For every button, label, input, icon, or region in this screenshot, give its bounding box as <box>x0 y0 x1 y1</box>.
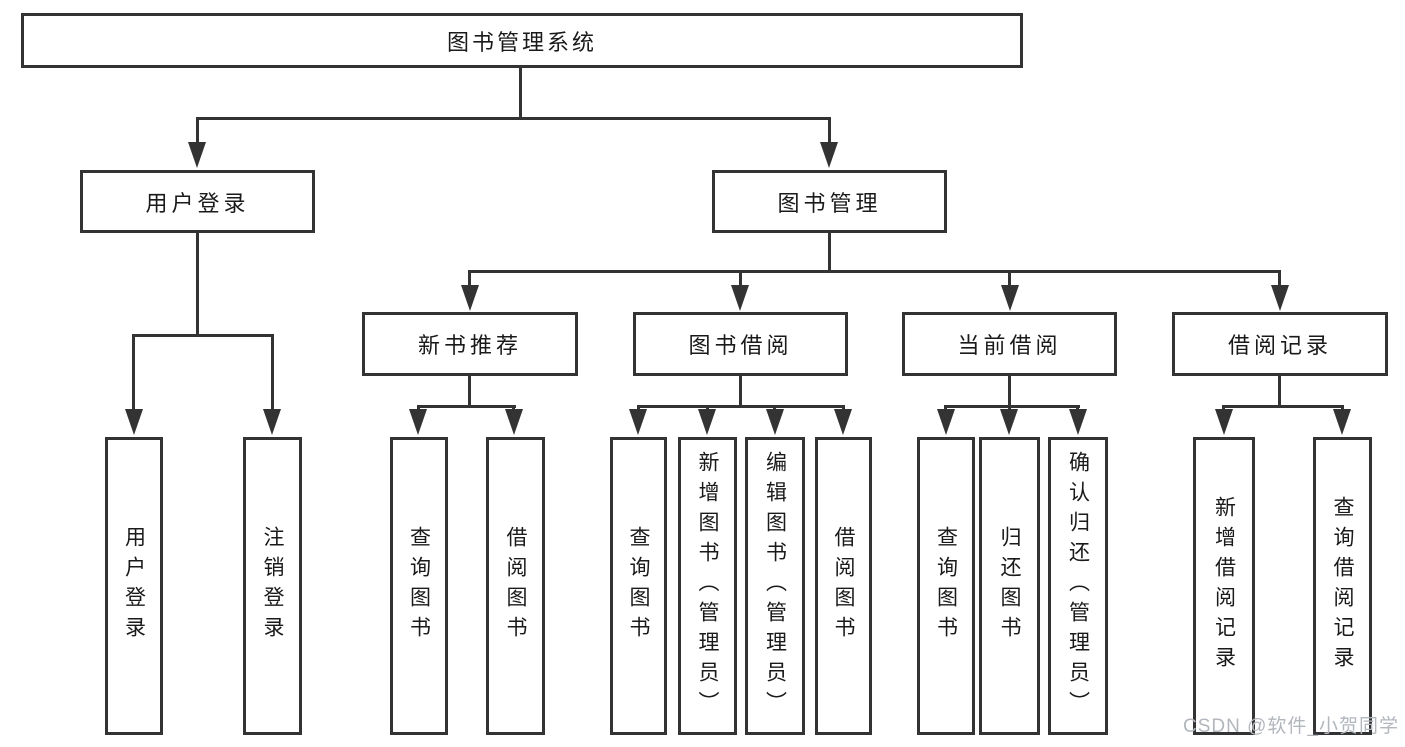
leaf-records-add-record: 新增借阅记录 <box>1193 437 1255 735</box>
leaf-label: 借阅图书 <box>832 526 855 646</box>
arrow-down-icon <box>698 409 716 435</box>
connector-line <box>637 405 640 412</box>
connector-line <box>512 405 515 412</box>
connector-line <box>468 270 1281 273</box>
arrow-down-icon <box>1333 409 1351 435</box>
node-label: 图书管理 <box>777 190 882 216</box>
leaf-label: 编辑图书（管理员） <box>763 451 787 721</box>
connector-line <box>944 405 947 412</box>
arrow-down-icon <box>766 409 784 435</box>
connector-line <box>944 405 1080 408</box>
arrow-down-icon <box>461 285 479 311</box>
connector-line <box>417 405 420 412</box>
leaf-label: 用户登录 <box>122 526 146 646</box>
leaf-borrowing-borrow-books: 借阅图书 <box>815 437 872 735</box>
arrow-down-icon <box>731 285 749 311</box>
connector-line <box>519 68 522 119</box>
connector-line <box>196 233 199 336</box>
arrow-down-icon <box>1000 409 1018 435</box>
leaf-label: 查询图书 <box>627 526 650 646</box>
arrow-down-icon <box>820 142 838 168</box>
connector-line <box>132 334 274 337</box>
connector-line <box>1341 405 1344 412</box>
arrow-down-icon <box>1271 285 1289 311</box>
connector-line <box>739 376 742 407</box>
arrow-down-icon <box>937 409 955 435</box>
leaf-label: 查询图书 <box>407 526 431 646</box>
arrow-down-icon <box>125 409 143 435</box>
leaf-label: 确认归还（管理员） <box>1066 451 1090 721</box>
connector-line <box>842 405 845 412</box>
connector-line <box>1222 405 1225 412</box>
arrow-down-icon <box>834 409 852 435</box>
leaf-label: 归还图书 <box>998 526 1021 646</box>
arrow-down-icon <box>409 409 427 435</box>
connector-line <box>828 233 831 272</box>
connector-line <box>468 376 471 407</box>
node-label: 当前借阅 <box>957 333 1062 358</box>
connector-line <box>417 405 516 408</box>
arrow-down-icon <box>188 142 206 168</box>
leaf-label: 借阅图书 <box>504 526 527 646</box>
connector-line <box>132 334 135 411</box>
leaf-logout: 注销登录 <box>243 437 302 735</box>
connector-line <box>196 117 199 145</box>
arrow-down-icon <box>263 409 281 435</box>
connector-line <box>468 270 471 287</box>
leaf-current-confirm-return-admin: 确认归还（管理员） <box>1048 437 1108 735</box>
node-current-borrowing: 当前借阅 <box>902 312 1117 376</box>
leaf-newbooks-query-books: 查询图书 <box>390 437 448 735</box>
node-label: 借阅记录 <box>1227 333 1332 358</box>
connector-line <box>1008 270 1011 287</box>
leaf-current-query-books: 查询图书 <box>917 437 975 735</box>
leaf-label: 查询借阅记录 <box>1331 496 1354 676</box>
leaf-label: 注销登录 <box>261 526 284 646</box>
connector-line <box>739 270 742 287</box>
node-book-borrowing: 图书借阅 <box>633 312 848 376</box>
node-label: 图书借阅 <box>688 333 793 358</box>
leaf-records-query-record: 查询借阅记录 <box>1313 437 1372 735</box>
arrow-down-icon <box>629 409 647 435</box>
node-label: 新书推荐 <box>417 333 522 358</box>
arrow-down-icon <box>1215 409 1233 435</box>
connector-line <box>196 117 831 120</box>
node-borrowing-records: 借阅记录 <box>1172 312 1388 376</box>
connector-line <box>271 334 274 411</box>
connector-line <box>1278 270 1281 287</box>
connector-line <box>1076 405 1079 412</box>
node-library-management-system: 图书管理系统 <box>21 13 1023 68</box>
leaf-borrowing-add-books-admin: 新增图书（管理员） <box>678 437 737 735</box>
leaf-newbooks-borrow-books: 借阅图书 <box>486 437 545 735</box>
leaf-label: 新增图书（管理员） <box>696 451 719 721</box>
leaf-label: 新增借阅记录 <box>1212 496 1236 676</box>
connector-line <box>1008 405 1011 412</box>
connector-line <box>773 405 776 412</box>
node-label: 用户登录 <box>145 190 250 216</box>
leaf-current-return-books: 归还图书 <box>979 437 1040 735</box>
connector-line <box>1008 376 1011 407</box>
arrow-down-icon <box>505 409 523 435</box>
arrow-down-icon <box>1001 285 1019 311</box>
connector-line <box>1222 405 1344 408</box>
connector-line <box>706 405 709 412</box>
csdn-watermark: CSDN @软件_小贺同学 <box>1183 716 1399 737</box>
node-new-book-recommend: 新书推荐 <box>362 312 578 376</box>
connector-line <box>1278 376 1281 407</box>
leaf-user-login: 用户登录 <box>105 437 163 735</box>
connector-line <box>828 117 831 145</box>
leaf-borrowing-edit-books-admin: 编辑图书（管理员） <box>745 437 805 735</box>
connector-line <box>637 405 845 408</box>
leaf-label: 查询图书 <box>934 526 958 646</box>
node-book-management: 图书管理 <box>712 170 947 233</box>
node-user-login: 用户登录 <box>80 170 315 233</box>
node-label: 图书管理系统 <box>446 29 597 55</box>
arrow-down-icon <box>1069 409 1087 435</box>
leaf-borrowing-query-books: 查询图书 <box>610 437 667 735</box>
